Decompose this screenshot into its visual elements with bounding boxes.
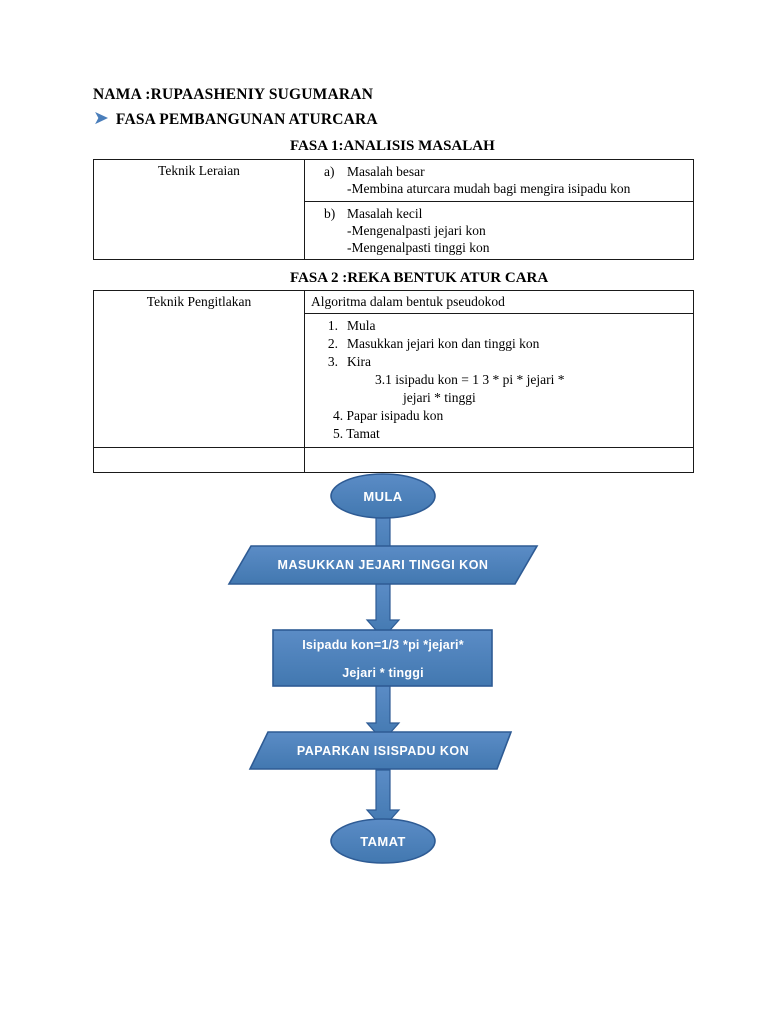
- phase2-title: FASA 2 :REKA BENTUK ATUR CARA: [290, 270, 549, 286]
- phase1-technique-cell: Teknik Leraian: [93, 158, 305, 261]
- flow-node-start-label: MULA: [363, 489, 402, 504]
- flow-node-end-label: TAMAT: [360, 834, 406, 849]
- item-detail: -Mengenalpasti jejari kon: [347, 222, 486, 238]
- item-heading: Masalah besar: [347, 164, 425, 179]
- section-bullet-heading: ➤ FASA PEMBANGUNAN ATURCARA: [93, 107, 378, 129]
- list-item: 2. Masukkan jejari kon dan tinggi kon: [311, 335, 687, 353]
- phase1-table: Teknik Leraian a) Masalah besar -Membina…: [93, 158, 694, 261]
- phase1-technique-label: Teknik Leraian: [158, 163, 240, 178]
- item-marker: a): [324, 164, 335, 179]
- step-number: 1.: [327, 318, 338, 333]
- section-bullet-label: FASA PEMBANGUNAN ATURCARA: [115, 110, 378, 128]
- phase2-empty-right-cell: [304, 446, 694, 473]
- table-row: b) Masalah kecil -Mengenalpasti jejari k…: [94, 200, 694, 261]
- table-row: 1. Mula 2. Masukkan jejari kon dan tingg…: [94, 313, 694, 448]
- step-text: 4. Papar isipadu kon: [333, 408, 444, 424]
- phase2-empty-left-cell: [93, 446, 305, 473]
- step-text: Masukkan jejari kon dan tinggi kon: [347, 336, 540, 352]
- step-number: 2.: [327, 336, 338, 352]
- flow-node-output-label: PAPARKAN ISISPADU KON: [297, 744, 469, 758]
- table-row: Teknik Leraian a) Masalah besar -Membina…: [93, 158, 694, 261]
- pseudocode-list: 1. Mula 2. Masukkan jejari kon dan tingg…: [311, 317, 687, 407]
- list-item: 3. Kira 3.1 isipadu kon = 1 3 * pi * jej…: [311, 353, 687, 407]
- step-text: Kira: [347, 354, 371, 370]
- flow-node-input-label: MASUKKAN JEJARI TINGGI KON: [278, 558, 489, 572]
- step-text: Mula: [347, 318, 376, 333]
- flow-node-process-label-line2: Jejari * tinggi: [342, 666, 424, 680]
- step-text: 5. Tamat: [333, 426, 380, 442]
- list-item: 1. Mula: [311, 317, 687, 335]
- phase2-technique-label: Teknik Pengitlakan: [146, 294, 252, 309]
- phase2-steps-cell: 1. Mula 2. Masukkan jejari kon dan tingg…: [304, 313, 694, 448]
- item-detail: -Mengenalpasti tinggi kon: [347, 240, 490, 256]
- item-marker: b): [324, 205, 336, 221]
- phase1-item-b-cell: b) Masalah kecil -Mengenalpasti jejari k…: [304, 200, 694, 261]
- flow-node-input[interactable]: MASUKKAN JEJARI TINGGI KON: [227, 545, 539, 585]
- table-row-empty: [93, 446, 694, 473]
- item-detail: -Membina aturcara mudah bagi mengira isi…: [347, 181, 631, 197]
- double-chevron-right-icon: ➤: [93, 107, 109, 129]
- step-substep-continued: jejari * tinggi: [403, 390, 476, 406]
- flow-node-output[interactable]: PAPARKAN ISISPADU KON: [248, 731, 513, 770]
- phase2-technique-cell: Teknik Pengitlakan: [93, 290, 305, 448]
- step-substep: 3.1 isipadu kon = 1 3 * pi * jejari *: [375, 372, 565, 388]
- item-heading: Masalah kecil: [347, 205, 423, 221]
- flow-node-start[interactable]: MULA: [330, 473, 436, 519]
- flow-node-process-label-line1: Isipadu kon=1/3 *pi *jejari*: [302, 638, 464, 652]
- phase2-table: Teknik Pengitlakan Algoritma dalam bentu…: [93, 290, 694, 473]
- flow-node-process[interactable]: Isipadu kon=1/3 *pi *jejari* Jejari * ti…: [272, 629, 493, 687]
- phase1-title: FASA 1:ANALISIS MASALAH: [290, 138, 495, 154]
- flow-node-end[interactable]: TAMAT: [330, 818, 436, 864]
- student-name: NAMA :RUPAASHENIY SUGUMARAN: [93, 86, 374, 103]
- phase1-item-a-cell: a) Masalah besar -Membina aturcara mudah…: [304, 159, 694, 202]
- arrow-down-icon: [365, 582, 401, 639]
- table-row: Teknik Pengitlakan Algoritma dalam bentu…: [93, 290, 694, 448]
- phase2-algorithm-header: Algoritma dalam bentuk pseudokod: [304, 290, 694, 314]
- flowchart: MULA MASUKKAN JEJARI TINGGI KON Isipadu …: [0, 455, 768, 875]
- step-number: 3.: [327, 354, 338, 370]
